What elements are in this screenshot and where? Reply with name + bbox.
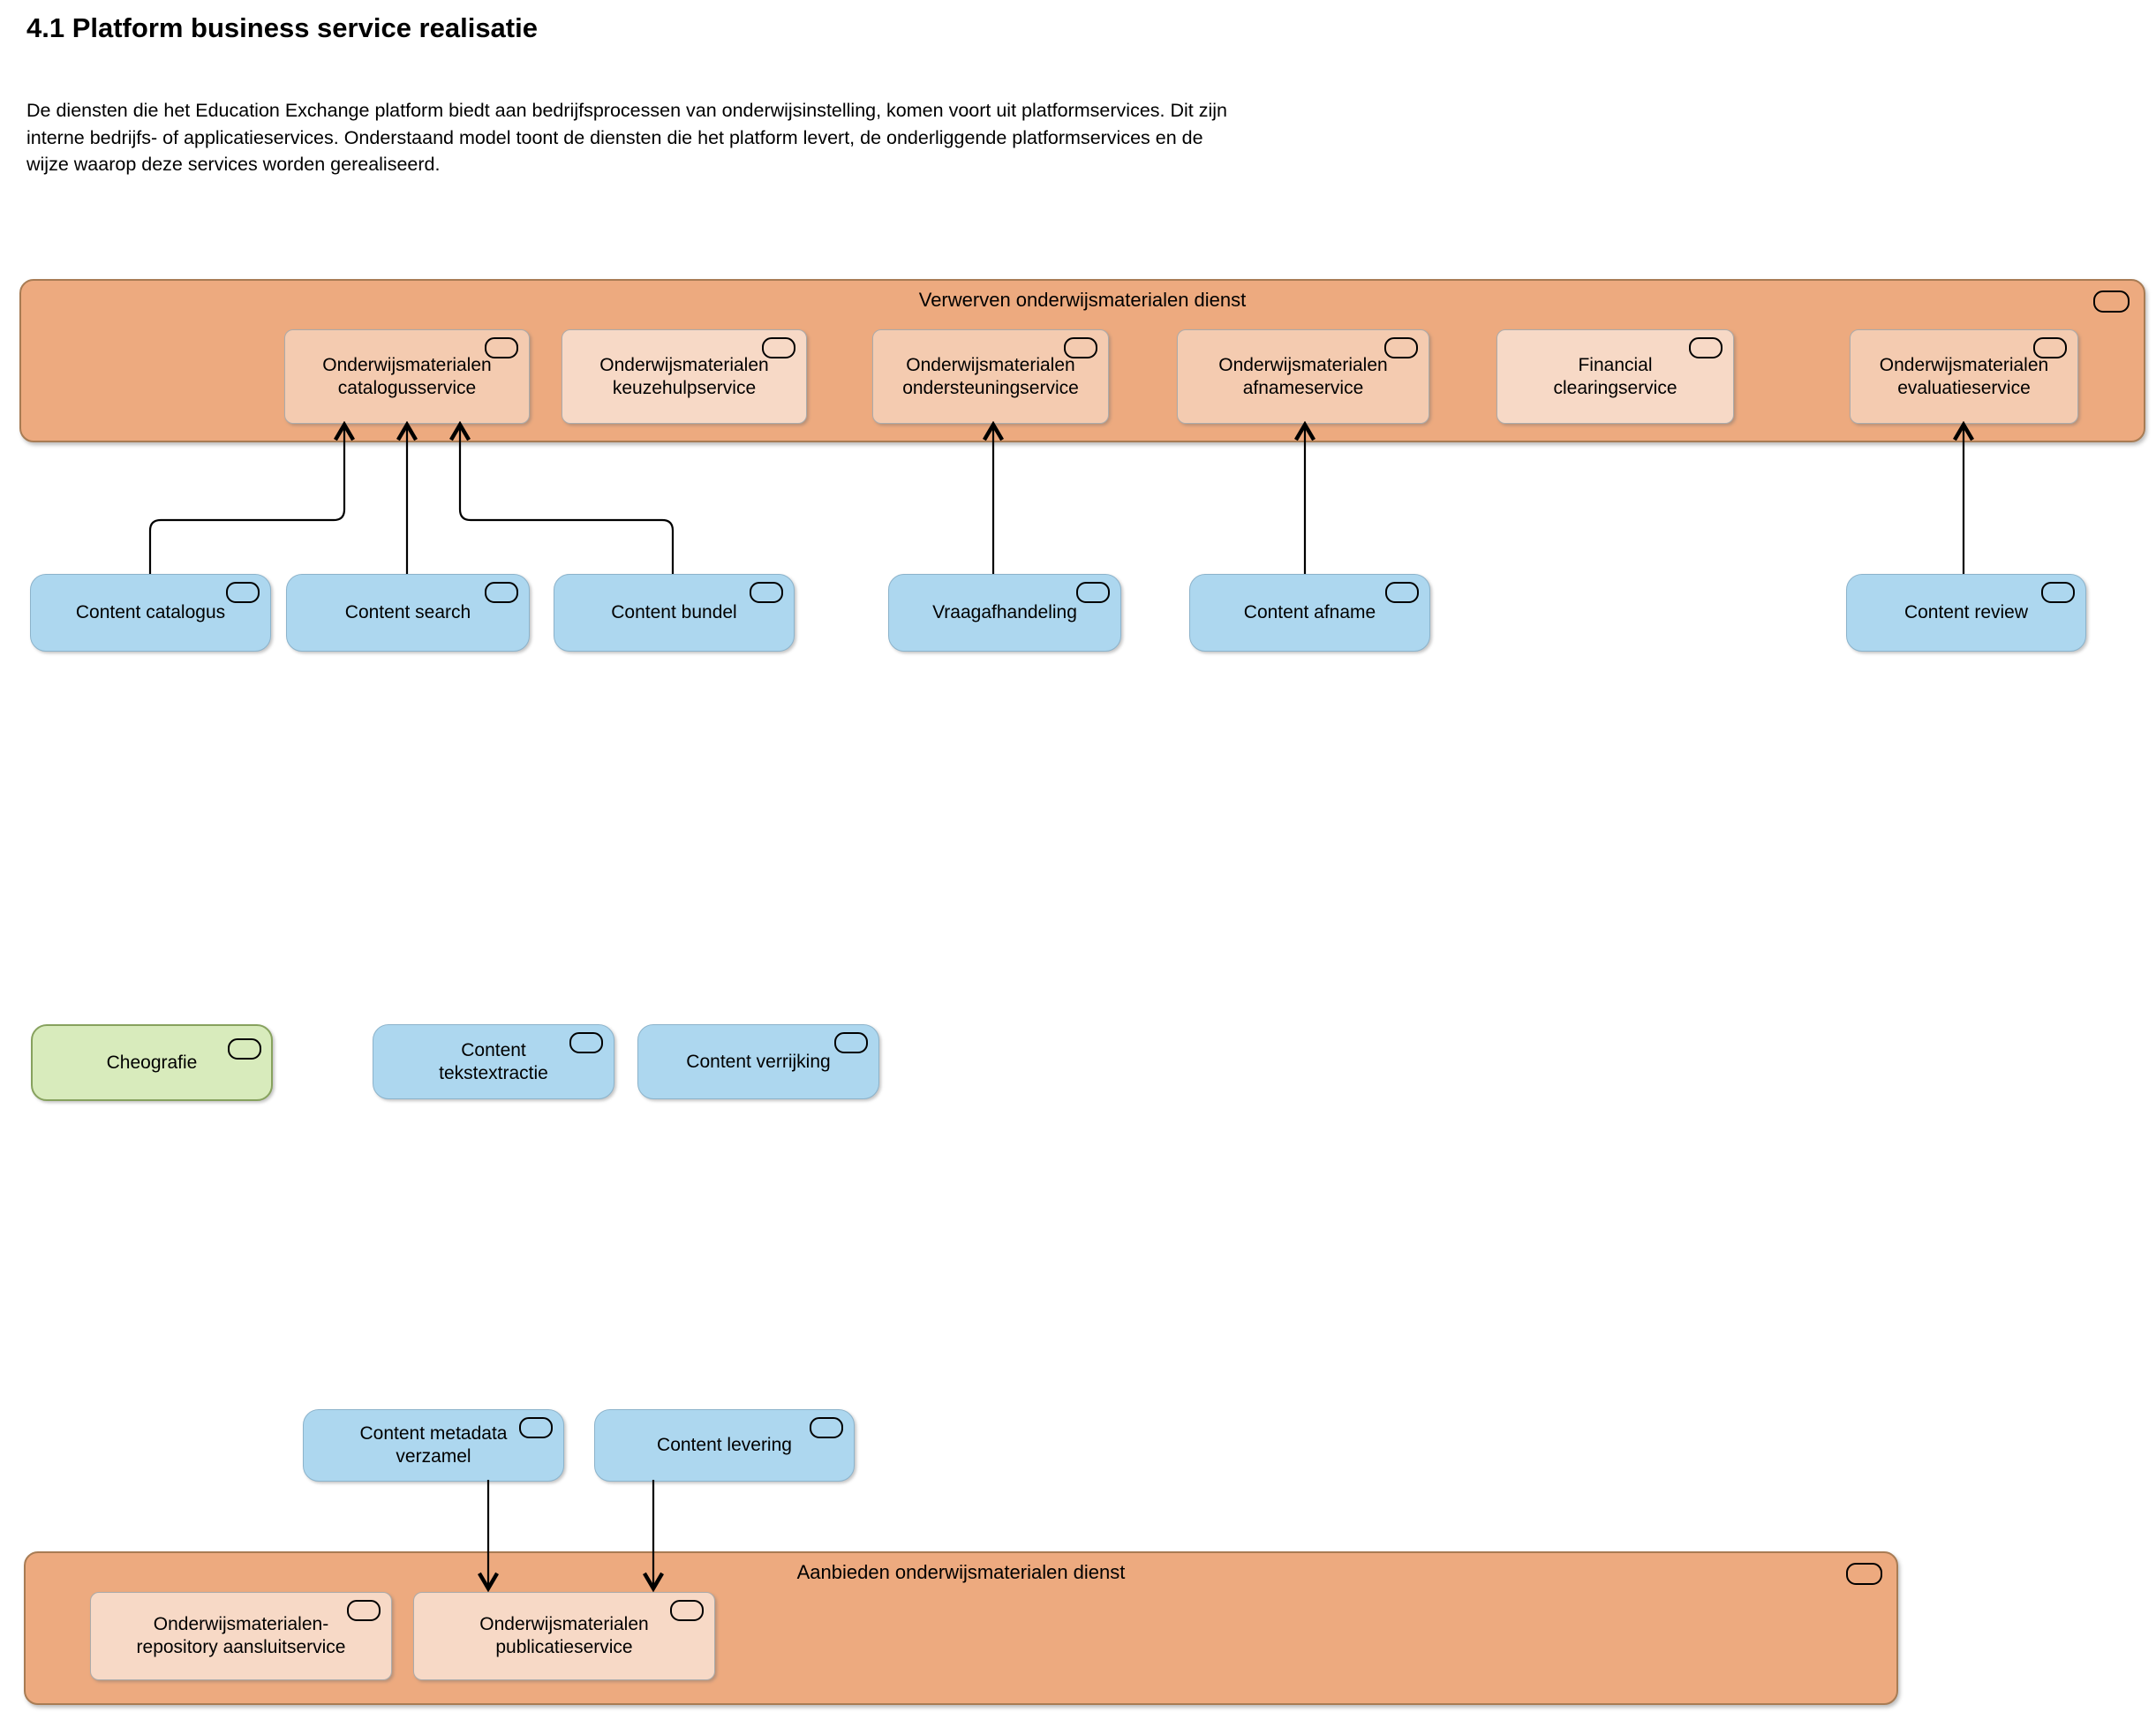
service-label: Onderwijsmaterialen keuzehulpservice [599,354,769,398]
connector-content-catalogus-to-catalogusservice [148,426,344,574]
service-icon [834,1032,868,1053]
process-box-content-search: Content search [286,574,530,652]
service-icon [519,1417,553,1438]
service-box-publicatieservice: Onderwijsmaterialen publicatieservice [413,1592,715,1680]
container-title: Aanbieden onderwijsmaterialen dienst [796,1561,1126,1583]
service-icon [1846,1563,1882,1585]
service-label: Onderwijsmaterialen ondersteuningservice [902,354,1079,398]
service-box-repository-aansluitservice: Onderwijsmaterialen- repository aansluit… [90,1592,392,1680]
process-box-content-afname: Content afname [1189,574,1430,652]
service-label: Financial clearingservice [1553,354,1677,398]
page-title: 4.1 Platform business service realisatie [26,12,538,43]
connector-content-bundel-to-catalogusservice [460,426,675,574]
process-label: Content catalogus [75,602,226,622]
process-label: Vraagafhandeling [932,602,1077,622]
process-box-content-levering: Content levering [594,1409,855,1482]
process-label: Content metadata verzamel [359,1423,508,1467]
service-icon [485,582,518,603]
service-icon [226,582,260,603]
service-icon [1689,337,1723,358]
process-box-vraagafhandeling: Vraagafhandeling [888,574,1121,652]
container-title: Verwerven onderwijsmaterialen dienst [918,289,1247,311]
service-icon [347,1600,381,1621]
service-label: Onderwijsmaterialen afnameservice [1218,354,1388,398]
process-label: Content review [1903,602,2029,622]
service-icon [228,1038,261,1060]
service-icon [569,1032,603,1053]
service-icon [750,582,783,603]
service-icon [2033,337,2067,358]
process-box-content-verrijking: Content verrijking [637,1024,879,1099]
service-icon [1076,582,1110,603]
service-icon [810,1417,843,1438]
service-box-financial-clearingservice: Financial clearingservice [1496,329,1734,424]
intro-text: De diensten die het Education Exchange p… [26,100,1227,175]
service-label: Onderwijsmaterialen- repository aansluit… [136,1614,346,1657]
process-box-content-tekstextractie: Content tekstextractie [373,1024,614,1099]
service-box-catalogusservice: Onderwijsmaterialen catalogusservice [284,329,530,424]
process-label: Content bundel [611,602,737,622]
service-box-evaluatieservice: Onderwijsmaterialen evaluatieservice [1850,329,2078,424]
service-icon [1064,337,1097,358]
service-icon [762,337,795,358]
service-icon [485,337,518,358]
process-box-content-review: Content review [1846,574,2086,652]
event-label: Cheografie [106,1052,198,1073]
service-label: Onderwijsmaterialen catalogusservice [322,354,492,398]
process-label: Content verrijking [686,1051,831,1072]
service-icon [2093,290,2130,313]
service-box-keuzehulpservice: Onderwijsmaterialen keuzehulpservice [562,329,807,424]
process-label: Content tekstextractie [439,1039,548,1083]
process-box-content-metadata-verzamel: Content metadata verzamel [303,1409,564,1482]
service-box-afnameservice: Onderwijsmaterialen afnameservice [1177,329,1429,424]
service-icon [1385,582,1419,603]
service-label: Onderwijsmaterialen evaluatieservice [1879,354,2049,398]
process-label: Content afname [1243,602,1376,622]
service-icon [2041,582,2075,603]
process-box-content-catalogus: Content catalogus [30,574,271,652]
event-box-cheografie: Cheografie [31,1024,273,1101]
process-label: Content levering [657,1435,792,1455]
service-label: Onderwijsmaterialen publicatieservice [479,1614,649,1657]
service-icon [670,1600,704,1621]
process-box-content-bundel: Content bundel [554,574,795,652]
service-icon [1384,337,1418,358]
service-box-ondersteuningservice: Onderwijsmaterialen ondersteuningservice [872,329,1109,424]
process-label: Content search [344,602,471,622]
